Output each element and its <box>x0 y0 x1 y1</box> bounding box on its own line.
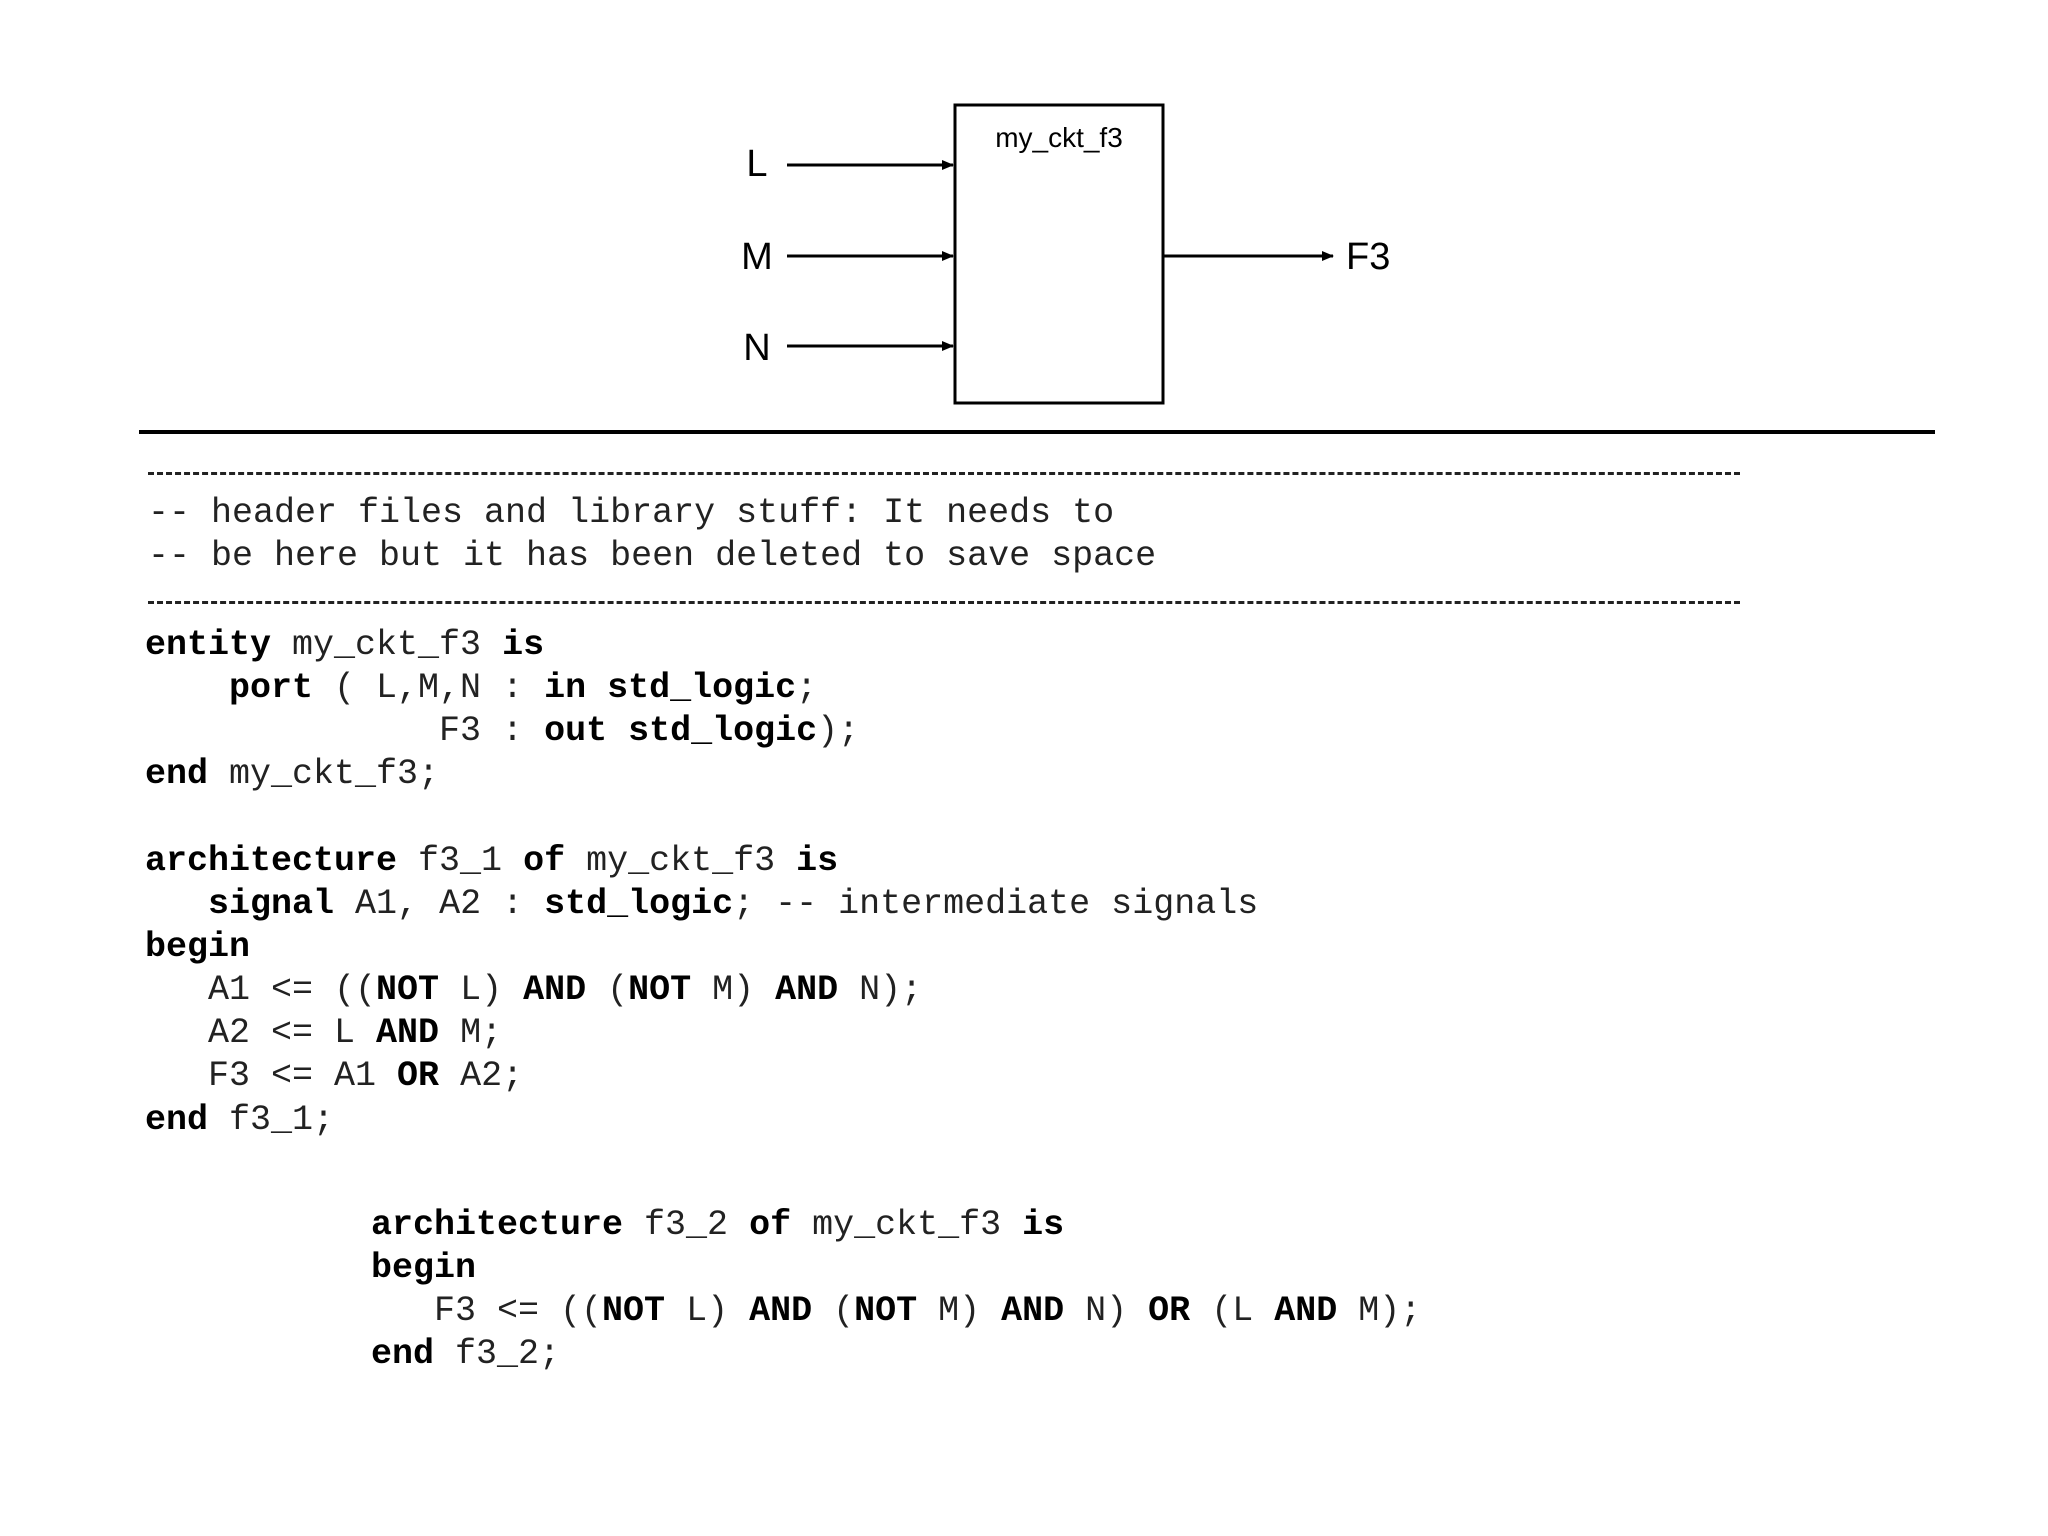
code-keyword: AND <box>376 1013 440 1053</box>
code-text: f3_2 <box>623 1205 750 1245</box>
circuit-block <box>953 103 1165 405</box>
output-label-f3: F3 <box>1346 236 1390 278</box>
code-keyword: NOT <box>628 970 692 1010</box>
code-keyword: architecture <box>371 1205 624 1245</box>
code-keyword: begin <box>371 1248 477 1288</box>
code-text: N) <box>1064 1291 1149 1331</box>
code-keyword: end <box>145 1100 209 1140</box>
code-keyword: is <box>796 841 839 881</box>
code-text: M) <box>917 1291 1002 1331</box>
code-text <box>145 668 229 708</box>
input-label-n: N <box>743 327 770 369</box>
code-text: my_ckt_f3 <box>565 841 797 881</box>
block-label: my_ckt_f3 <box>995 122 1123 153</box>
code-keyword: NOT <box>854 1291 918 1331</box>
code-text: ( <box>586 970 629 1010</box>
code-keyword: OR <box>397 1056 440 1096</box>
code-text: ( L,M,N : <box>313 668 545 708</box>
code-text: f3_1 <box>397 841 524 881</box>
code-keyword: end <box>371 1334 435 1374</box>
code-text: N); <box>838 970 923 1010</box>
code-text: f3_1; <box>208 1100 335 1140</box>
code-text: my_ckt_f3 <box>791 1205 1023 1245</box>
code-line: begin <box>371 1247 476 1289</box>
input-label-m: M <box>741 236 773 278</box>
code-keyword: AND <box>749 1291 813 1331</box>
code-text: ); <box>817 711 860 751</box>
code-text <box>145 884 208 924</box>
code-keyword: AND <box>1274 1291 1338 1331</box>
code-text: f3_2; <box>434 1334 561 1374</box>
code-keyword: NOT <box>602 1291 666 1331</box>
code-text: M) <box>691 970 776 1010</box>
section-divider <box>139 430 1935 434</box>
code-keyword: out std_logic <box>544 711 818 751</box>
comment-rule-bottom <box>148 601 1740 604</box>
code-keyword: begin <box>145 927 251 967</box>
code-line: end f3_1; <box>145 1099 334 1141</box>
code-line: architecture f3_1 of my_ckt_f3 is <box>145 840 838 882</box>
code-line: F3 <= A1 OR A2; <box>145 1055 523 1097</box>
code-text: ; <box>796 668 818 708</box>
code-keyword: architecture <box>145 841 398 881</box>
code-text: F3 : <box>145 711 545 751</box>
code-line: begin <box>145 926 250 968</box>
code-keyword: entity <box>145 625 272 665</box>
code-text: F3 <= A1 <box>145 1056 398 1096</box>
code-keyword: NOT <box>376 970 440 1010</box>
code-keyword: AND <box>775 970 839 1010</box>
comment-rule-top <box>148 472 1740 475</box>
code-text: A1 <= (( <box>145 970 377 1010</box>
code-text: my_ckt_f3 <box>271 625 503 665</box>
input-label-l: L <box>746 143 767 185</box>
code-line: entity my_ckt_f3 is <box>145 624 544 666</box>
code-text: my_ckt_f3; <box>208 754 440 794</box>
code-line: A2 <= L AND M; <box>145 1012 502 1054</box>
code-line: port ( L,M,N : in std_logic; <box>145 667 817 709</box>
code-keyword: OR <box>1148 1291 1191 1331</box>
code-line: end f3_2; <box>371 1333 560 1375</box>
code-text: L) <box>439 970 524 1010</box>
code-keyword: of <box>749 1205 792 1245</box>
code-text: F3 <= (( <box>371 1291 603 1331</box>
code-keyword: port <box>229 668 314 708</box>
code-keyword: is <box>1022 1205 1065 1245</box>
code-keyword: AND <box>523 970 587 1010</box>
code-line: architecture f3_2 of my_ckt_f3 is <box>371 1204 1064 1246</box>
code-text: L) <box>665 1291 750 1331</box>
code-line: F3 <= ((NOT L) AND (NOT M) AND N) OR (L … <box>371 1290 1421 1332</box>
code-keyword: AND <box>1001 1291 1065 1331</box>
block-diagram: my_ckt_f3 L M N F3 <box>741 103 1390 405</box>
comment-line: -- be here but it has been deleted to sa… <box>148 536 1157 576</box>
code-keyword: end <box>145 754 209 794</box>
code-text: A2; <box>439 1056 524 1096</box>
code-text: (L <box>1190 1291 1275 1331</box>
comment-line: -- header files and library stuff: It ne… <box>148 493 1115 533</box>
code-text: A2 <= L <box>145 1013 377 1053</box>
code-line: end my_ckt_f3; <box>145 753 439 795</box>
code-keyword: in std_logic <box>544 668 797 708</box>
code-text: ( <box>812 1291 855 1331</box>
code-keyword: is <box>502 625 545 665</box>
code-line: F3 : out std_logic); <box>145 710 859 752</box>
code-text: M); <box>1337 1291 1422 1331</box>
code-text: ; -- intermediate signals <box>733 884 1259 924</box>
code-keyword: of <box>523 841 566 881</box>
code-keyword: std_logic <box>544 884 734 924</box>
code-line: signal A1, A2 : std_logic; -- intermedia… <box>145 883 1258 925</box>
code-text: M; <box>439 1013 503 1053</box>
code-text: A1, A2 : <box>334 884 545 924</box>
code-keyword: signal <box>208 884 335 924</box>
code-line: A1 <= ((NOT L) AND (NOT M) AND N); <box>145 969 922 1011</box>
